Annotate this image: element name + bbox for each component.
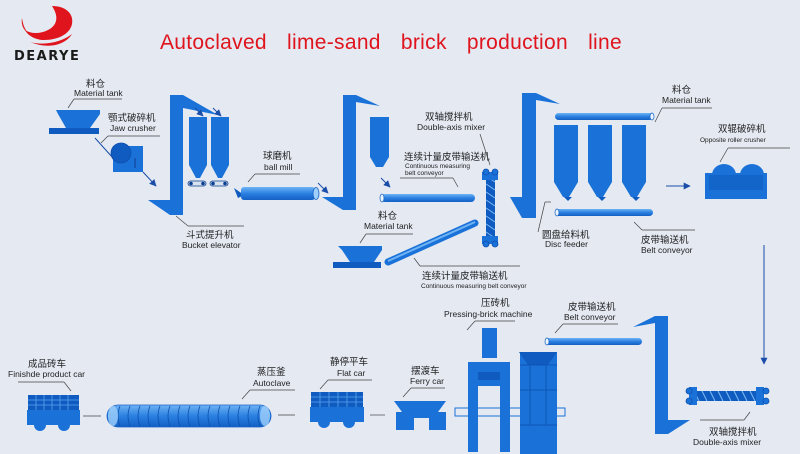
- label-cn: 摆渡车: [411, 365, 440, 377]
- bucket-elevator-4: [633, 316, 690, 434]
- label-cn: 连续计量皮带输送机: [404, 151, 490, 163]
- pressing-brick-machine: 压砖机 Pressing-brick machine: [444, 297, 566, 454]
- opposite-roller-crusher: 双辊破碎机 Opposite roller crusher: [700, 123, 790, 199]
- brand-name: DEARYE: [14, 49, 80, 64]
- label-cn: 球磨机: [263, 150, 292, 162]
- bucket-elevator-1: 斗式提升机 Bucket elevator: [148, 95, 244, 250]
- label-en: Double-axis mixer: [693, 437, 761, 447]
- label-cn: 连续计量皮带输送机: [422, 270, 508, 282]
- bucket-elevator-3: [510, 93, 560, 218]
- label-en: Material tank: [364, 221, 413, 231]
- label-en: Belt conveyor: [641, 245, 693, 255]
- label-en: Continuous measuring belt conveyor: [421, 283, 527, 290]
- label-en: Belt conveyor: [564, 312, 616, 322]
- disc-feeder: 圆盘给料机 Disc feeder: [537, 201, 590, 249]
- double-axis-mixer-2: 双轴搅拌机 Double-axis mixer: [685, 387, 770, 447]
- label-cn: 颚式破碎机: [108, 112, 156, 124]
- belt-conveyor-2: 皮带输送机 Belt conveyor: [544, 301, 642, 346]
- label-en: Ferry car: [410, 376, 444, 386]
- label-en: Jaw crusher: [110, 123, 156, 133]
- label-cn: 静停平车: [330, 356, 368, 368]
- label-cn: 斗式提升机: [186, 229, 234, 241]
- bucket-elevator-2: [322, 95, 380, 210]
- brand-logo: DEARYE: [14, 6, 80, 64]
- label-en: Flat car: [337, 368, 366, 378]
- label-en: ball mill: [264, 162, 292, 172]
- double-axis-mixer-1: 双轴搅拌机 Double-axis mixer: [417, 111, 499, 248]
- label-cn: 蒸压釜: [257, 366, 286, 378]
- silos-pair: [187, 107, 229, 187]
- label-en: Double-axis mixer: [417, 122, 485, 132]
- label-en: Material tank: [662, 95, 711, 105]
- label-en: Bucket elevator: [182, 240, 241, 250]
- label-en: Material tank: [74, 88, 123, 98]
- label-cn: 成品砖车: [28, 358, 66, 370]
- label-en: Pressing-brick machine: [444, 309, 533, 319]
- belt-conveyor-1: 皮带输送机 Belt conveyor: [554, 208, 695, 255]
- label-en-1: Continuous measuring: [405, 163, 470, 170]
- label-en: Opposite roller crusher: [700, 137, 767, 144]
- label-en: Autoclave: [253, 378, 291, 388]
- finished-product-car: 成品砖车 Finishde product car: [8, 358, 85, 431]
- autoclave: 蒸压釜 Autoclave: [106, 366, 295, 428]
- measuring-conveyor-1: 连续计量皮带输送机 Continuous measuring belt conv…: [370, 117, 490, 203]
- label-cn: 料仓: [86, 78, 106, 90]
- label-cn: 皮带输送机: [641, 234, 689, 246]
- label-cn: 双轴搅拌机: [425, 111, 473, 123]
- label-en: Finishde product car: [8, 369, 85, 379]
- label-cn: 双辊破碎机: [718, 123, 766, 135]
- ball-mill: 球磨机 ball mill: [234, 150, 329, 200]
- ferry-car: 摆渡车 Ferry car: [394, 365, 446, 430]
- page-title: Autoclaved lime-sand brick production li…: [160, 31, 622, 54]
- measuring-conveyor-2: 连续计量皮带输送机 Continuous measuring belt conv…: [384, 219, 527, 290]
- label-cn: 料仓: [672, 84, 692, 96]
- label-cn: 双轴搅拌机: [709, 426, 757, 438]
- label-en: Disc feeder: [545, 239, 588, 249]
- material-tank-1: 料仓 Material tank: [49, 78, 123, 134]
- material-tank-2: 料仓 Material tank: [333, 210, 413, 268]
- jaw-crusher: 颚式破碎机 Jaw crusher: [94, 112, 160, 187]
- label-cn: 料仓: [378, 210, 398, 222]
- material-tank-3: 料仓 Material tank: [554, 84, 712, 201]
- label-en-2: belt conveyor: [405, 170, 444, 177]
- label-cn: 圆盘给料机: [542, 229, 590, 241]
- flat-car: 静停平车 Flat car: [310, 356, 372, 428]
- label-cn: 压砖机: [481, 297, 510, 309]
- label-cn: 皮带输送机: [568, 301, 616, 313]
- red-swoosh-logo-icon: [21, 6, 73, 46]
